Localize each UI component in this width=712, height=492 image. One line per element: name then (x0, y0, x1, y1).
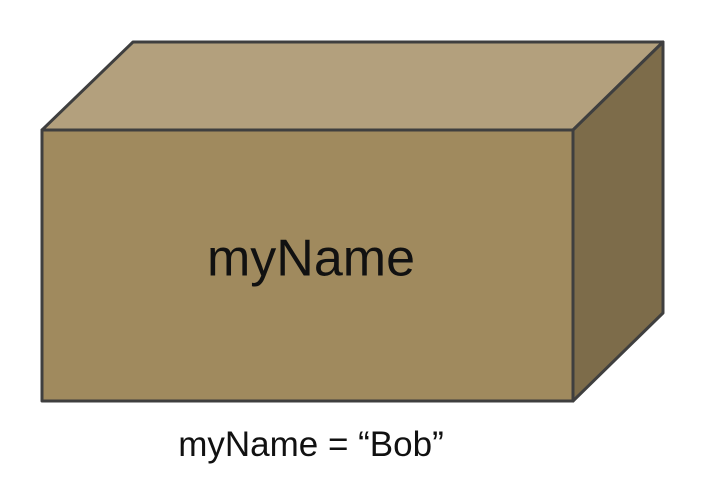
box-label: myName (207, 230, 415, 288)
box-front-face (40, 128, 575, 403)
box: myName (40, 40, 665, 403)
box-top-face (40, 40, 665, 132)
assignment-caption: myName = “Bob” (178, 425, 444, 464)
